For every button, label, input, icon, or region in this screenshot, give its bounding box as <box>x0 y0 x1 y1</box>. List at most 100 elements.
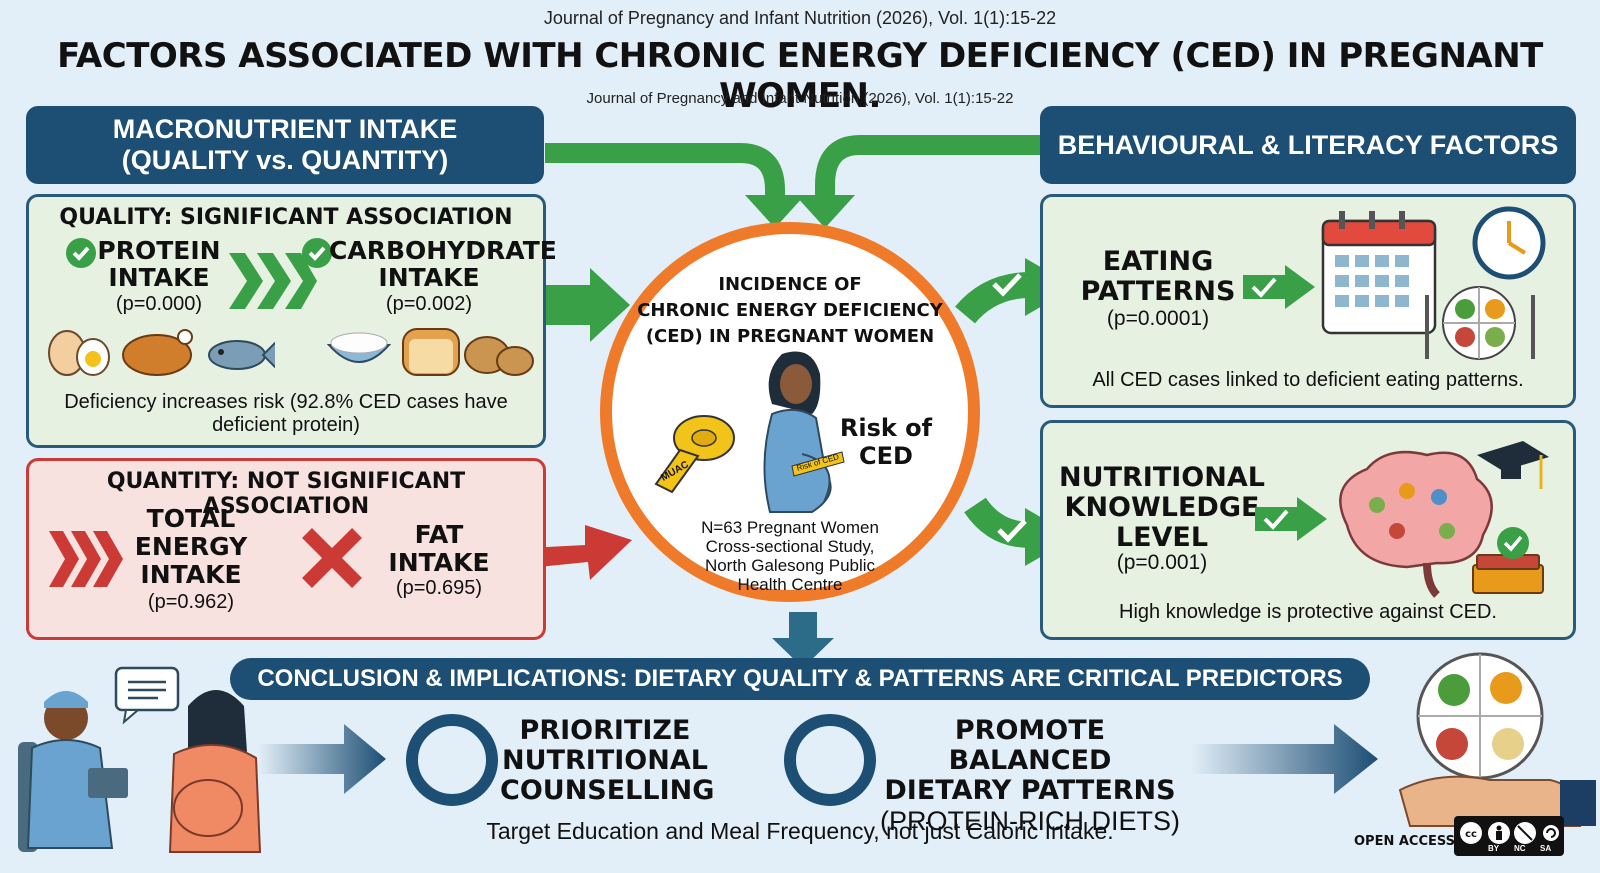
dietary-line2: DIETARY PATTERNS <box>884 775 1176 806</box>
carbohydrate-line1: CARBOHYDRATE <box>329 236 557 265</box>
cc-license-icons: cc <box>1460 822 1559 844</box>
arrow-right-icon <box>1190 724 1378 794</box>
journal-citation-sub: Journal of Pregnancy and Infant Nutritio… <box>586 90 1014 107</box>
cc-sa-label: SA <box>1540 844 1552 853</box>
chevrons-right-icon <box>49 531 123 587</box>
arrow-head-behaviour <box>795 195 855 228</box>
conclusion-banner: CONCLUSION & IMPLICATIONS: DIETARY QUALI… <box>230 658 1370 700</box>
protein-foods-icon <box>48 329 275 376</box>
ced-title-line1: INCIDENCE OF <box>718 274 862 295</box>
meal-schedule-icon <box>1321 206 1546 360</box>
conclusion-item-counselling: PRIORITIZE NUTRITIONAL COUNSELLING <box>500 715 715 806</box>
counselling-line3: COUNSELLING <box>500 775 715 806</box>
carbohydrate-label: CARBOHYDRATE INTAKE <box>329 236 557 292</box>
ced-title-line2: CHRONIC ENERGY DEFICIENCY <box>637 300 943 321</box>
knowledge-note: High knowledge is protective against CED… <box>1119 601 1497 623</box>
arrow-macro-to-center <box>545 143 785 200</box>
macronutrient-header-line2: (QUALITY vs. QUANTITY) <box>121 145 449 175</box>
study-line3: North Galesong Public <box>704 556 876 575</box>
eating-line2: PATTERNS <box>1080 276 1236 307</box>
carbohydrate-line2: INTAKE <box>378 263 480 292</box>
arrow-center-to-eating <box>955 272 1031 324</box>
arrow-right-check-icon <box>1243 265 1315 309</box>
quality-note-line2: deficient protein) <box>212 414 360 436</box>
total-energy-p-value: (p=0.962) <box>147 591 235 613</box>
fat-intake-label: FAT INTAKE <box>369 521 509 577</box>
risk-line1: Risk of <box>839 414 933 442</box>
eating-patterns-p-value: (p=0.0001) <box>1106 307 1210 330</box>
balanced-plate-hand-icon <box>1398 652 1596 827</box>
study-line2: Cross-sectional Study, <box>705 537 875 556</box>
eating-patterns-panel: EATING PATTERNS (p=0.0001) All CED cases… <box>1040 194 1576 408</box>
behaviour-header: BEHAVIOURAL & LITERACY FACTORS <box>1040 106 1576 184</box>
arrow-right-check-icon <box>1255 497 1327 541</box>
knowledge-p-value: (p=0.001) <box>1116 551 1208 574</box>
knowledge-label: NUTRITIONAL KNOWLEDGE LEVEL <box>1057 463 1267 553</box>
study-details: N=63 Pregnant Women Cross-sectional Stud… <box>612 518 968 594</box>
arrow-quality-to-center <box>528 268 630 342</box>
cc-nc-label: NC <box>1514 844 1526 853</box>
protein-p-value: (p=0.000) <box>115 293 203 315</box>
risk-of-ced-label: Risk of CED <box>836 414 936 470</box>
cc-license-badge: cc BY NC SA <box>1454 816 1564 856</box>
carbohydrate-p-value: (p=0.002) <box>385 293 473 315</box>
check-icon <box>997 519 1027 543</box>
quantity-panel: QUANTITY: NOT SIGNIFICANT ASSOCIATION TO… <box>26 458 546 640</box>
knowledge-line3: LEVEL <box>1115 522 1209 553</box>
ced-incidence-title: INCIDENCE OF CHRONIC ENERGY DEFICIENCY (… <box>612 272 968 350</box>
counselling-line2: NUTRITIONAL <box>502 745 708 776</box>
check-icon <box>992 273 1022 297</box>
dietary-line3: (PROTEIN-RICH DIETS) <box>880 806 1180 836</box>
protein-label: PROTEIN INTAKE <box>89 237 229 291</box>
cross-icon <box>302 528 362 588</box>
check-circle-icon <box>302 238 332 268</box>
eating-line1: EATING <box>1102 246 1214 277</box>
tape-measure-icon <box>654 415 735 494</box>
pregnant-woman-icon <box>763 351 845 513</box>
page-title: FACTORS ASSOCIATED WITH CHRONIC ENERGY D… <box>57 36 1543 116</box>
journal-citation-top: Journal of Pregnancy and Infant Nutritio… <box>543 8 1057 28</box>
ring-icon <box>784 714 876 806</box>
cc-by-label: BY <box>1488 844 1500 853</box>
counselling-line1: PRIORITIZE <box>519 715 691 746</box>
eating-patterns-note: All CED cases linked to deficient eating… <box>1092 369 1524 391</box>
fat-intake-p-value: (p=0.695) <box>395 577 483 599</box>
knowledge-panel: NUTRITIONAL KNOWLEDGE LEVEL (p=0.001) Hi… <box>1040 420 1576 640</box>
macronutrient-header-line1: MACRONUTRIENT INTAKE <box>112 114 458 144</box>
brain-knowledge-icon <box>1339 441 1549 598</box>
risk-line2: CED <box>859 442 913 470</box>
arrow-center-to-knowledge <box>964 497 1031 548</box>
eating-patterns-label: EATING PATTERNS <box>1063 247 1253 307</box>
macronutrient-header: MACRONUTRIENT INTAKE (QUALITY vs. QUANTI… <box>26 106 544 184</box>
arrow-quantity-to-center <box>528 525 632 580</box>
knowledge-line2: KNOWLEDGE <box>1064 492 1260 523</box>
total-energy-line3: INTAKE <box>140 560 242 589</box>
check-circle-icon <box>66 238 96 268</box>
arrow-head-macro <box>745 195 805 228</box>
conclusion-item-dietary: PROMOTE BALANCED DIETARY PATTERNS (PROTE… <box>870 715 1190 837</box>
quality-title: QUALITY: SIGNIFICANT ASSOCIATION <box>59 205 513 230</box>
protein-line2: INTAKE <box>108 263 210 292</box>
nurse-counselling-icon <box>18 666 262 853</box>
dietary-line1: PROMOTE BALANCED <box>948 715 1112 776</box>
quality-panel: QUALITY: SIGNIFICANT ASSOCIATION PROTEIN… <box>26 194 557 448</box>
conclusion-tagline: Target Education and Meal Frequency, not… <box>486 818 1114 844</box>
ced-title-line3: (CED) IN PREGNANT WOMEN <box>645 326 935 347</box>
quality-note-line1: Deficiency increases risk (92.8% CED cas… <box>64 391 508 413</box>
ced-incidence-circle: INCIDENCE OF CHRONIC ENERGY DEFICIENCY (… <box>600 222 980 602</box>
ring-icon <box>406 714 498 806</box>
knowledge-line1: NUTRITIONAL <box>1059 462 1265 493</box>
arrow-right-icon <box>258 724 386 794</box>
fat-intake-line2: INTAKE <box>388 548 490 577</box>
chevrons-right-icon <box>229 253 317 309</box>
total-energy-line1: TOTAL <box>146 504 236 533</box>
open-access-label: OPEN ACCESS <box>1354 834 1456 849</box>
arrow-head-conclusion <box>772 638 834 668</box>
quality-note: Deficiency increases risk (92.8% CED cas… <box>29 391 543 437</box>
total-energy-label: TOTAL ENERGY INTAKE <box>121 505 261 589</box>
svg-text:cc: cc <box>1465 829 1477 840</box>
arrow-behaviour-to-center <box>815 135 1055 200</box>
quantity-title: QUANTITY: NOT SIGNIFICANT ASSOCIATION <box>106 469 466 519</box>
study-line1: N=63 Pregnant Women <box>701 518 879 537</box>
